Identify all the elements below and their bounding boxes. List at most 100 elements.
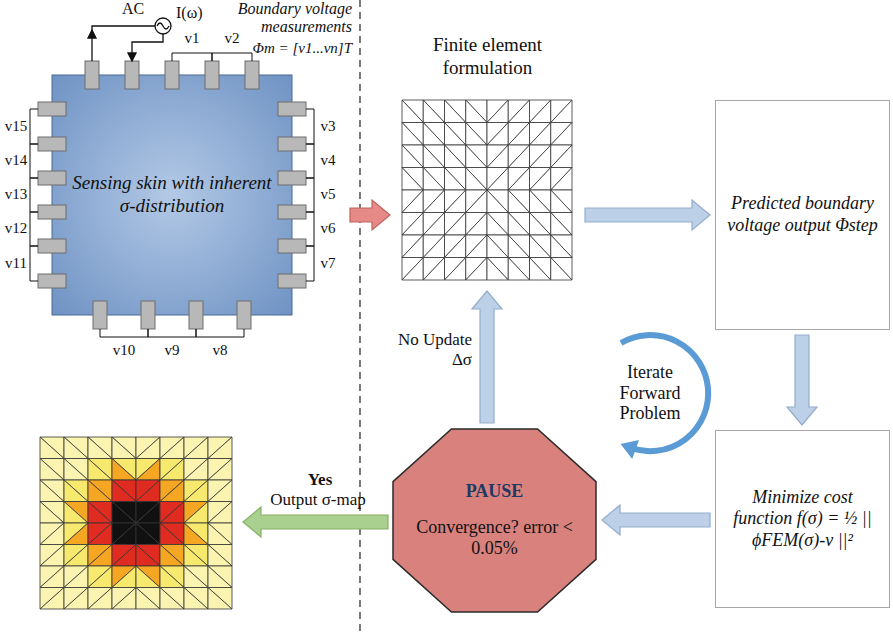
mesh-element	[487, 168, 508, 191]
voltage-label: v15	[5, 118, 28, 135]
electrode	[278, 239, 306, 253]
mesh-element	[551, 145, 572, 168]
mesh-element	[88, 545, 112, 567]
mesh-element	[184, 502, 208, 524]
mesh-element	[487, 190, 508, 213]
mesh-element	[64, 588, 88, 610]
mesh-element	[402, 168, 423, 191]
mesh-element	[40, 545, 64, 567]
octagon-shape	[393, 429, 596, 612]
output-arrow	[243, 507, 388, 537]
mesh-element	[160, 502, 184, 524]
finite-element-mesh	[402, 100, 572, 280]
mesh-element	[64, 545, 88, 567]
mesh-element	[184, 437, 208, 459]
mesh-element	[40, 480, 64, 502]
annotation-label: Φm = [v1...vn]T	[253, 40, 352, 57]
mesh-element	[208, 480, 232, 502]
mesh-element	[487, 258, 508, 281]
mesh-element	[136, 459, 160, 481]
mesh-element	[402, 213, 423, 236]
mesh-element	[466, 235, 487, 258]
mesh-element	[40, 566, 64, 588]
mesh-element	[88, 480, 112, 502]
mesh-element	[423, 123, 444, 146]
mesh-element	[530, 235, 551, 258]
mesh-element	[551, 100, 572, 123]
mesh-element	[184, 480, 208, 502]
voltage-label: v9	[165, 342, 180, 359]
mesh-element	[160, 480, 184, 502]
mesh-element	[423, 258, 444, 281]
mesh-element	[466, 235, 487, 258]
mesh-element	[160, 566, 184, 588]
voltage-label: v2	[225, 30, 240, 47]
mesh-element	[423, 235, 444, 258]
mesh-element	[88, 588, 112, 610]
electrode	[38, 171, 66, 185]
process-box: Minimize cost function f(σ) = ½ || ϕFEM(…	[715, 430, 890, 608]
sensing-skin-plate	[52, 75, 292, 315]
mesh-element	[40, 480, 64, 502]
mesh-element	[402, 123, 423, 146]
arrow-shape	[585, 200, 710, 230]
mesh-element	[160, 459, 184, 481]
mesh-element	[423, 190, 444, 213]
mesh-element	[112, 480, 136, 502]
mesh-element	[88, 523, 112, 545]
mesh-element	[160, 588, 184, 610]
measurement-wire	[196, 329, 244, 337]
mesh-element	[64, 437, 88, 459]
sensing-skin: Sensing skin with inherent σ-distributio…	[0, 40, 345, 360]
mesh-element	[445, 235, 466, 258]
mesh-element	[184, 459, 208, 481]
mesh-element	[402, 190, 423, 213]
mesh-element	[88, 523, 112, 545]
mesh-element	[184, 545, 208, 567]
mesh-element	[40, 459, 64, 481]
electrode	[278, 205, 306, 219]
mesh-element	[112, 566, 136, 588]
voltage-label: v14	[5, 152, 28, 169]
mesh-element	[402, 100, 423, 123]
mesh-element	[160, 459, 184, 481]
node-text: Finite element formulation	[399, 34, 576, 80]
voltage-label: v12	[5, 220, 28, 237]
mesh-element	[487, 235, 508, 258]
electrode	[85, 61, 99, 89]
measurement-wire	[306, 109, 314, 144]
mesh-element	[551, 123, 572, 146]
mesh-element	[466, 123, 487, 146]
annotation-label: Iterate Forward Problem	[608, 362, 692, 424]
mesh-element	[64, 459, 88, 481]
mesh-element	[508, 213, 529, 236]
mesh-element	[40, 523, 64, 545]
mesh-element	[112, 545, 136, 567]
mesh-element	[487, 235, 508, 258]
mesh-element	[551, 235, 572, 258]
mesh-element	[208, 459, 232, 481]
mesh-element	[112, 523, 136, 545]
mesh-element	[551, 190, 572, 213]
mesh-element	[88, 566, 112, 588]
mesh-element	[487, 123, 508, 146]
mesh-element	[40, 566, 64, 588]
mesh-element	[508, 100, 529, 123]
electrode	[189, 301, 203, 329]
electrode	[38, 274, 66, 288]
mesh-element	[112, 502, 136, 524]
mesh-element	[466, 123, 487, 146]
voltage-label: v8	[213, 342, 228, 359]
mesh-element	[64, 459, 88, 481]
voltage-label: v4	[321, 152, 336, 169]
mesh-element	[551, 168, 572, 191]
mesh-element	[184, 588, 208, 610]
mesh-element	[402, 235, 423, 258]
mesh-element	[530, 168, 551, 191]
mesh-element	[64, 523, 88, 545]
mesh-element	[64, 437, 88, 459]
mesh-element	[445, 258, 466, 281]
mesh-element	[136, 459, 160, 481]
measurement-wire	[30, 144, 38, 178]
mesh-element	[508, 213, 529, 236]
